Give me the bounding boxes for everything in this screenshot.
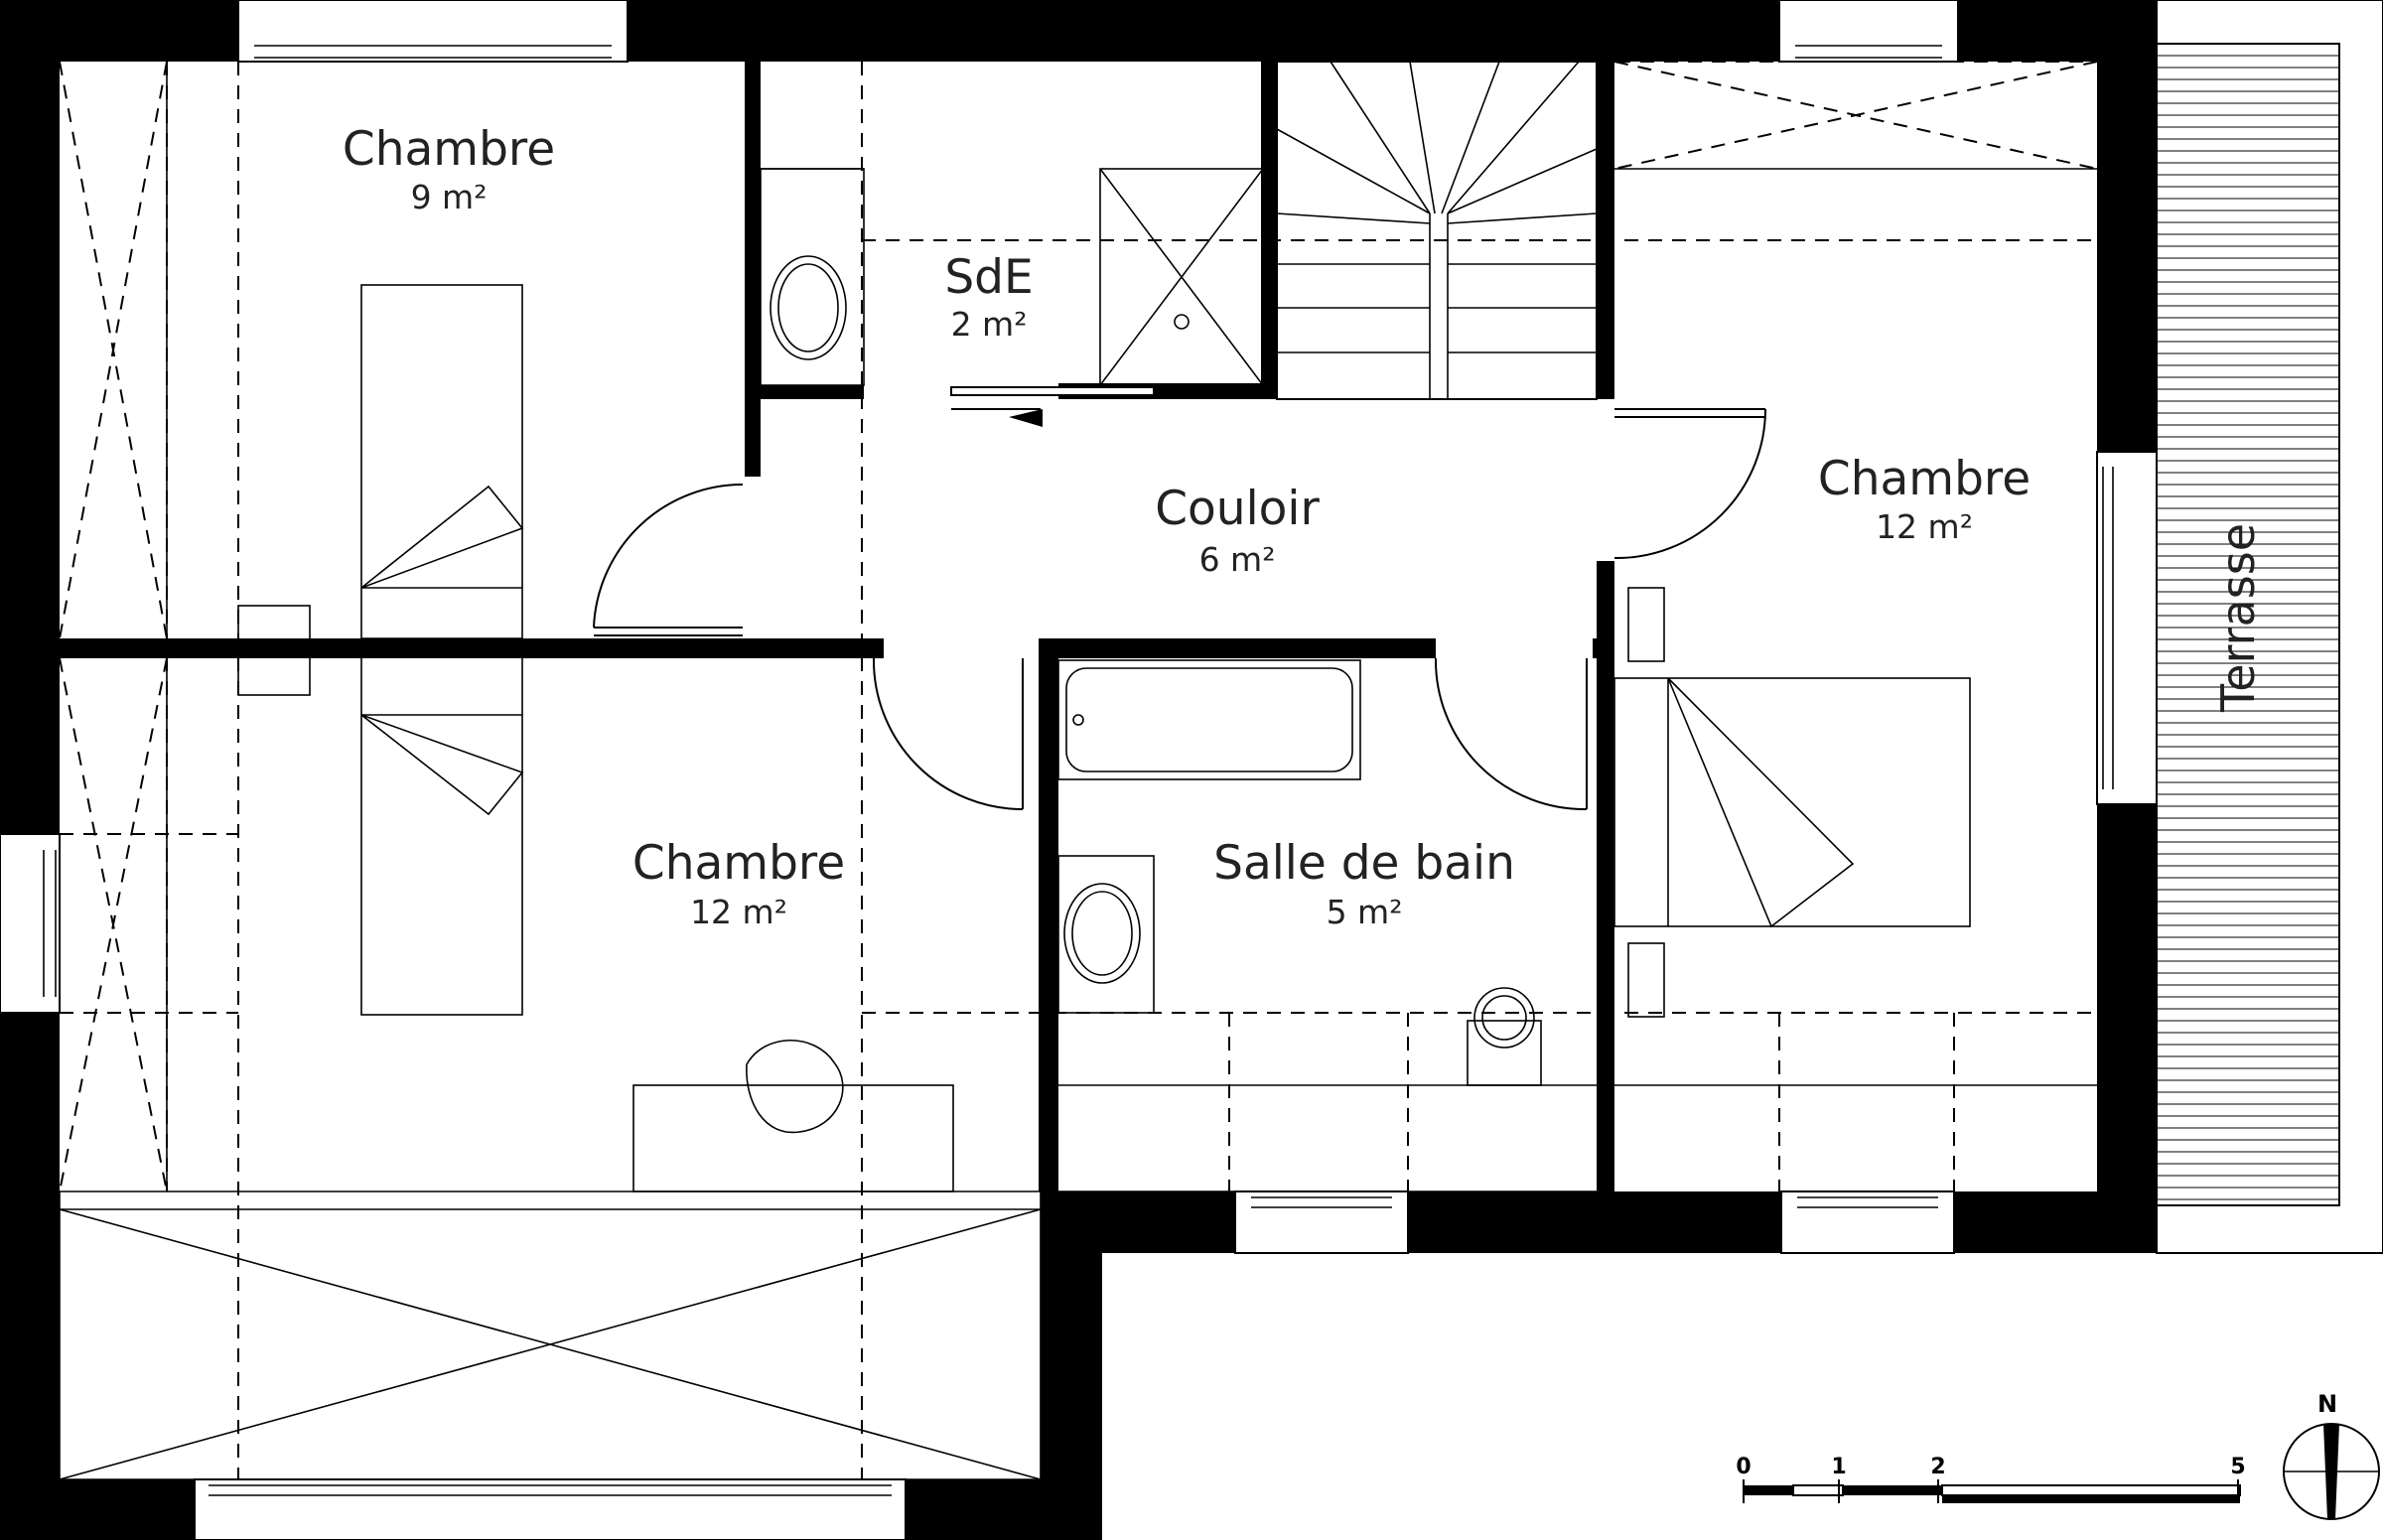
room-area-salle-de-bain: 5 m²: [1327, 893, 1403, 931]
terrace: [2156, 0, 2383, 1254]
scale-tick-5: 5: [2230, 1455, 2245, 1479]
room-name-couloir: Couloir: [1155, 482, 1320, 536]
windows: [0, 0, 2158, 1540]
compass-north-label: N: [2317, 1390, 2337, 1418]
room-area-couloir: 6 m²: [1199, 540, 1276, 579]
room-area-sde: 2 m²: [951, 305, 1028, 344]
doors: [593, 383, 1766, 811]
room-name-chambre-nw: Chambre: [343, 122, 555, 177]
room-labels: Chambre 9 m² SdE 2 m² Couloir 6 m² Chamb…: [343, 122, 2265, 931]
scale-tick-2: 2: [1930, 1455, 1945, 1479]
scale-tick-0: 0: [1736, 1455, 1751, 1479]
staircase: [1276, 61, 1598, 400]
outer-walls: [0, 0, 2157, 1540]
room-area-chambre-nw: 9 m²: [411, 178, 488, 216]
room-name-chambre-sw: Chambre: [632, 836, 845, 891]
scale-tick-1: 1: [1831, 1455, 1846, 1479]
interior-walls: [60, 62, 1614, 1191]
scale-bar: 0 1 2 5: [1736, 1455, 2246, 1503]
terrace-label: Terrasse: [2211, 523, 2265, 713]
north-compass-icon: N: [2283, 1390, 2380, 1520]
room-name-chambre-e: Chambre: [1818, 452, 2031, 506]
room-area-chambre-e: 12 m²: [1876, 507, 1973, 546]
room-area-chambre-sw: 12 m²: [690, 893, 787, 931]
furniture: [237, 168, 1971, 1192]
room-name-salle-de-bain: Salle de bain: [1213, 836, 1515, 891]
room-name-sde: SdE: [944, 250, 1033, 305]
